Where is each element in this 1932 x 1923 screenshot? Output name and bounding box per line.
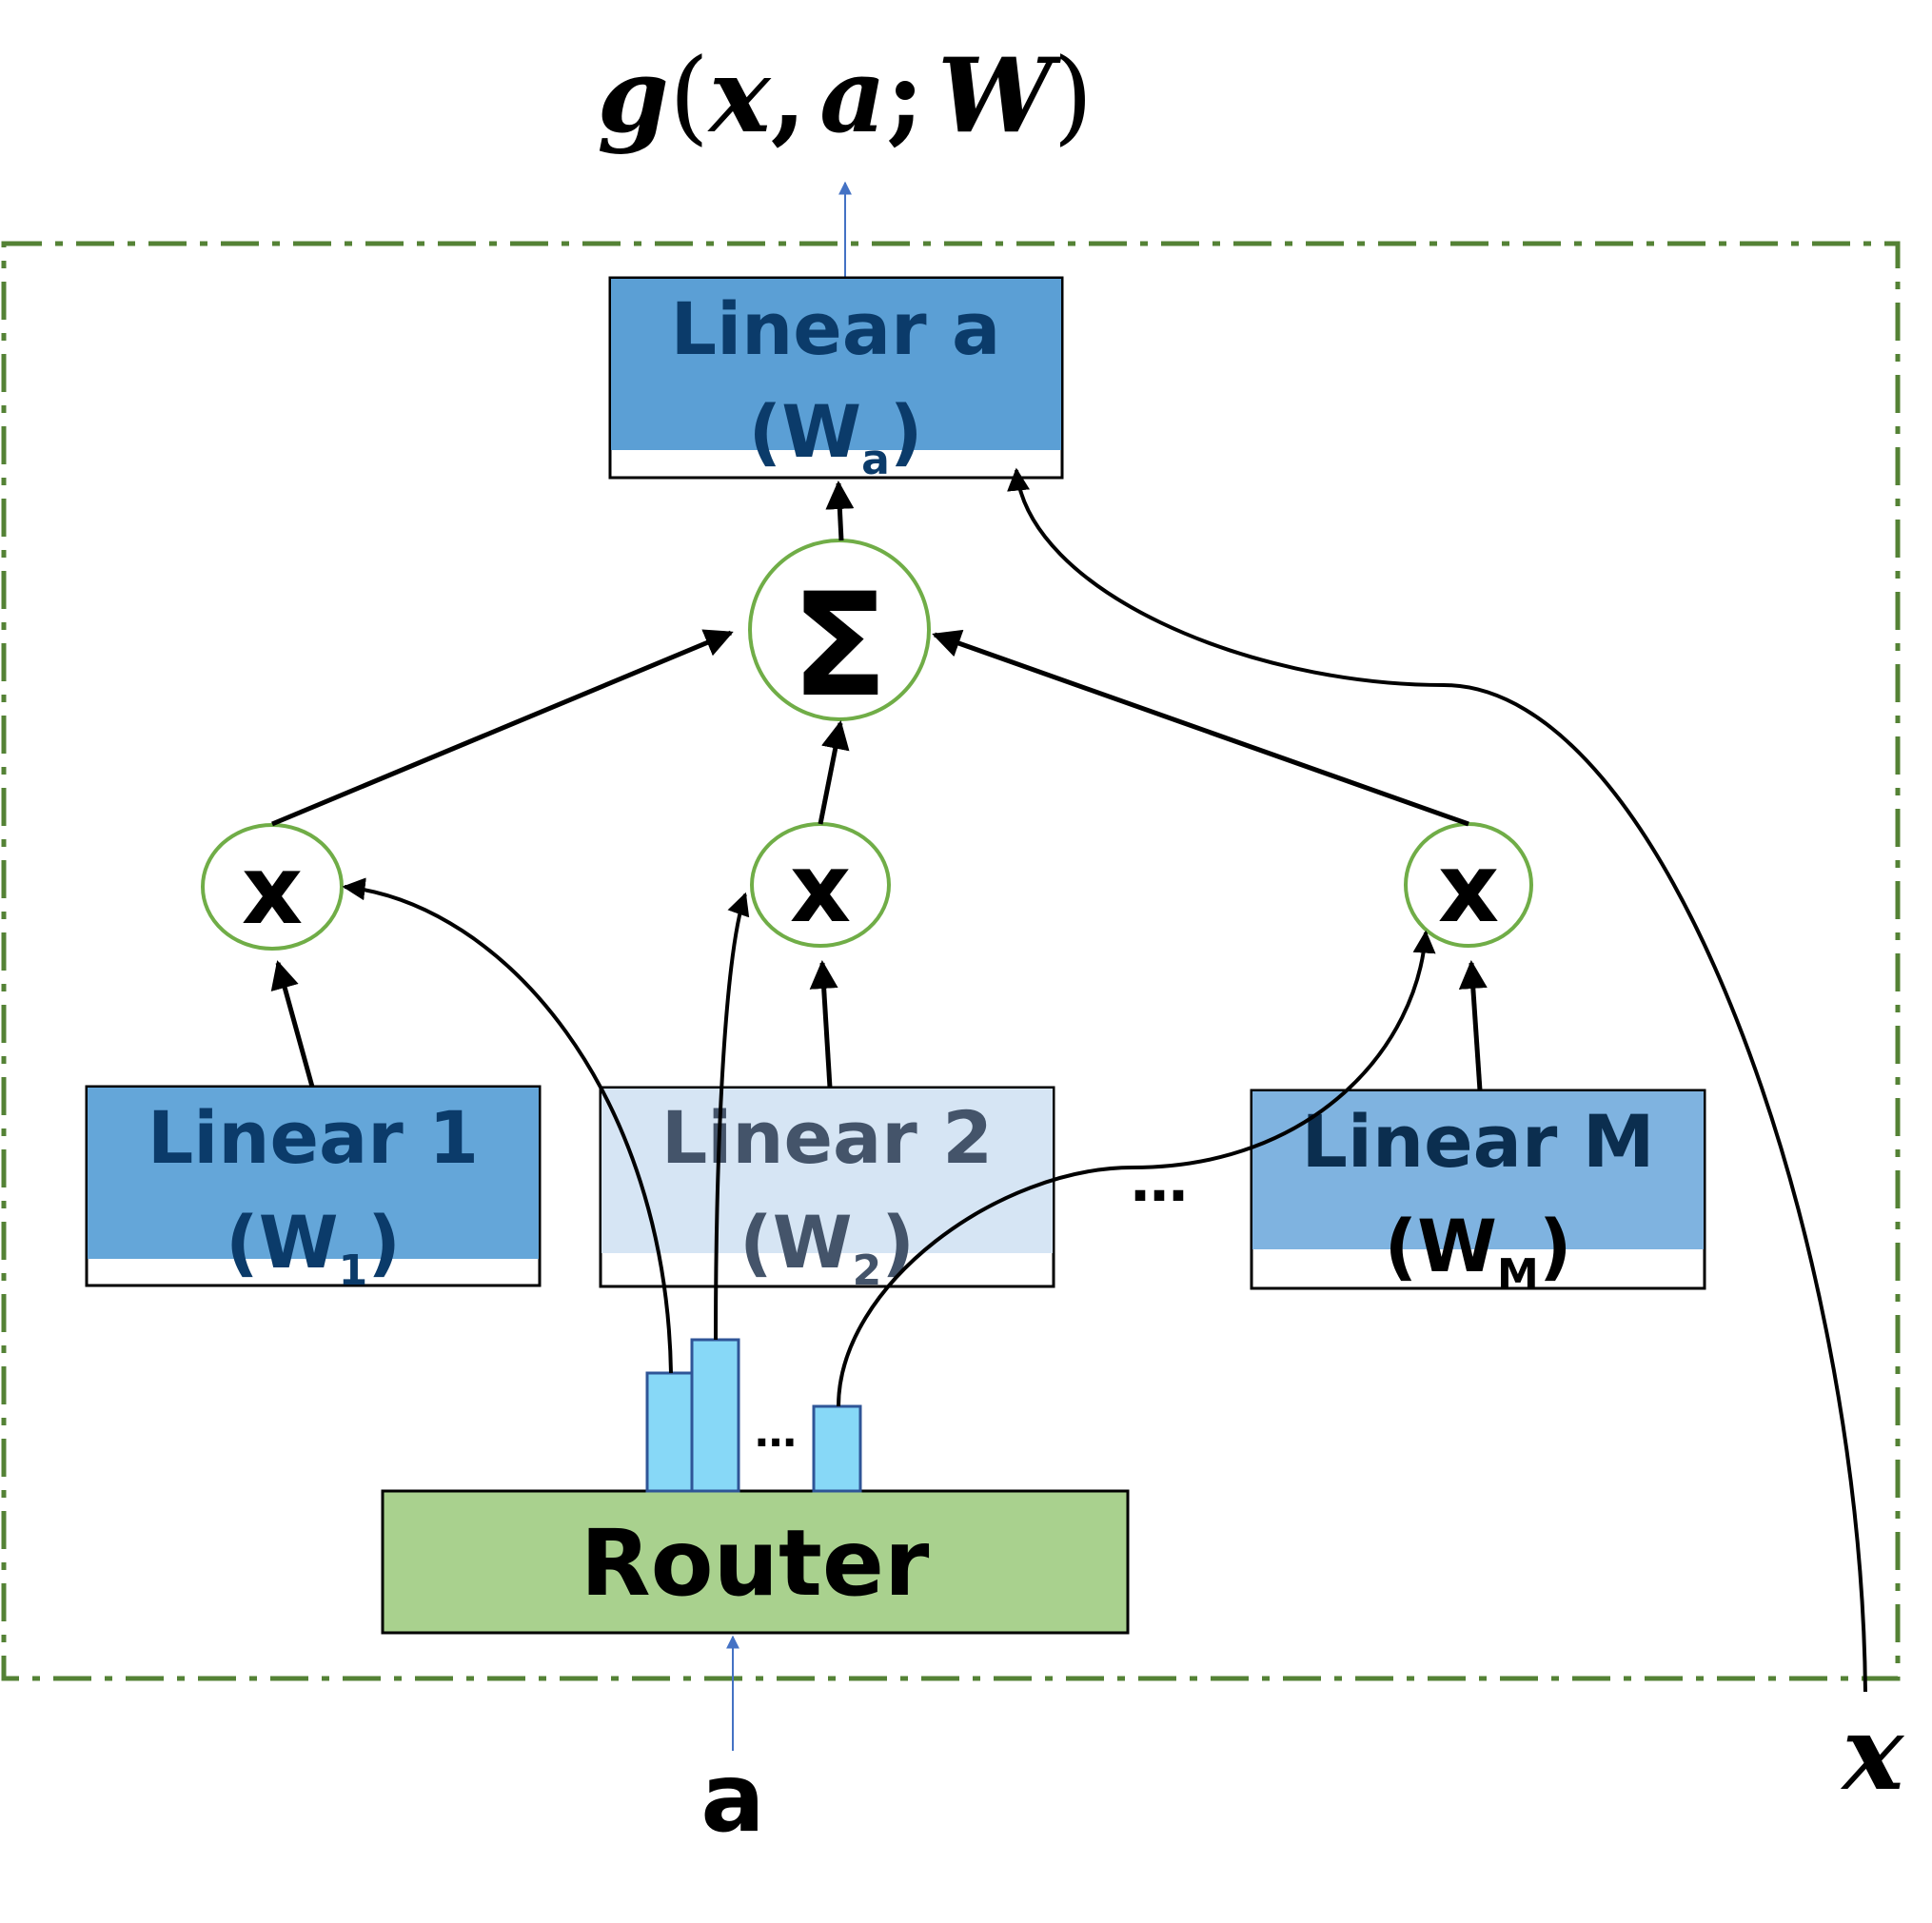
experts-ellipsis: … [1131,1148,1188,1215]
arrow-expertm-to-multiply [1458,960,1488,1091]
gate-curve-1 [342,877,673,1374]
expert-1-label: Linear 1 [148,1095,479,1180]
arrow-sum-to-linear-a [825,481,855,541]
multiply-node-2: x [750,822,891,948]
arrow-multiply2-to-sum [818,720,850,825]
multiply-symbol: x [242,834,304,946]
gate-curve-m [837,930,1436,1407]
router-weight-bar [812,1404,862,1493]
router-bars-ellipsis: … [755,1408,797,1457]
output-label: g(x,a;W) [598,36,1094,156]
linear-a-weight: (Wa) [748,389,922,484]
arrow-multiply1-to-sum [271,629,734,827]
expert-box-1: Linear 1 (W1) [85,1085,542,1295]
expert-2-label: Linear 2 [661,1095,993,1180]
expert-m-label: Linear M [1302,1099,1655,1184]
input-x-curve [1007,467,1867,1693]
arrow-expert2-to-multiply [809,960,838,1089]
module-boundary [1,241,1901,1681]
linear-a-box: Linear a (Wa) [608,276,1064,484]
expert-2-weight: (W2) [739,1200,915,1295]
sum-node: Σ [748,539,931,729]
input-a-label: a [700,1742,764,1854]
router-weight-bar [690,1338,740,1493]
gate-curve-2 [714,892,750,1341]
linear-a-label: Linear a [671,286,1001,371]
multiply-node-1: x [201,823,344,951]
input-x-label: x [1841,1694,1905,1814]
multiply-symbol: x [790,833,852,944]
multiply-node-m: x [1404,822,1533,948]
router-label: Router [581,1510,930,1617]
multiply-symbol: x [1438,833,1500,944]
expert-m-weight: (WM) [1384,1204,1571,1299]
router-box: Router [381,1489,1130,1635]
router-weight-bar [645,1371,694,1493]
arrow-expert1-to-multiply [270,960,315,1088]
expert-1-weight: (W1) [226,1200,401,1295]
arrow-multiplym-to-sum [932,629,1469,827]
sum-symbol: Σ [791,563,888,729]
expert-box-2: Linear 2 (W2) [599,1086,1055,1295]
expert-box-m: Linear M (WM) [1250,1089,1706,1299]
